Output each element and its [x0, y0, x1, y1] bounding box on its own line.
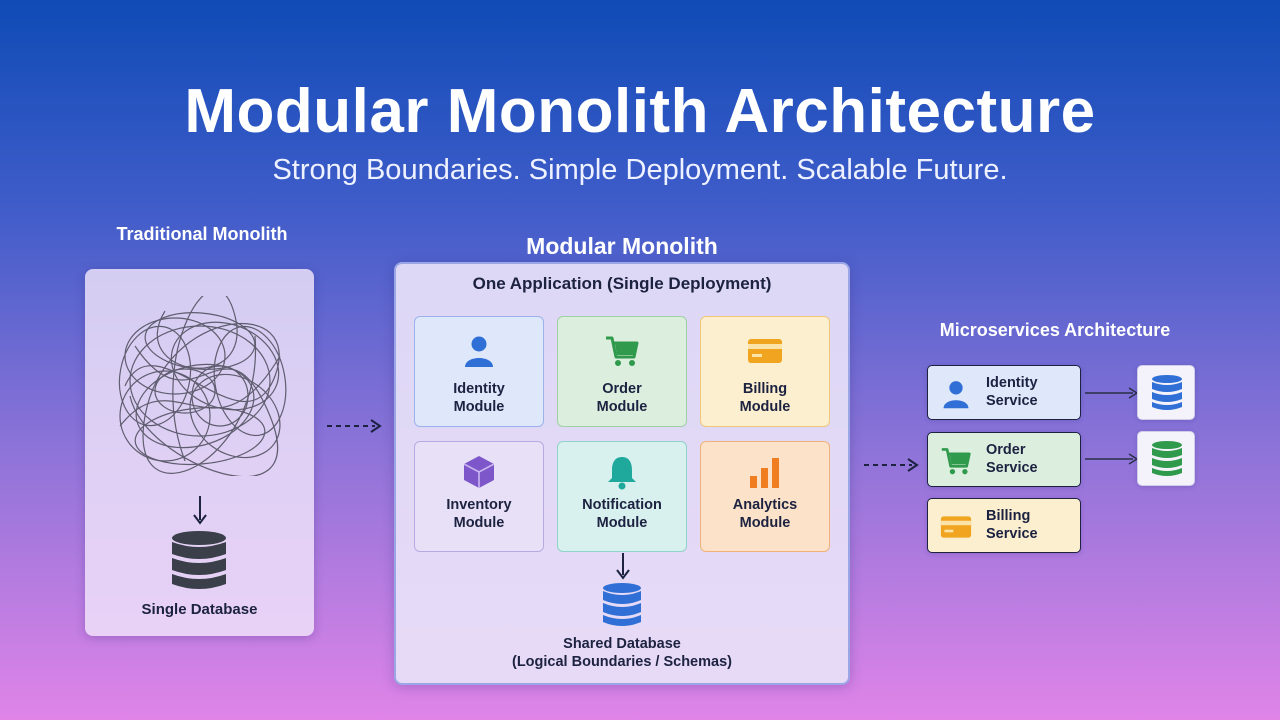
identity-module-label: Identity Module — [453, 381, 505, 415]
dashed-arrow-icon — [327, 419, 382, 433]
identity-service-database — [1137, 365, 1195, 420]
microservices-title: Microservices Architecture — [939, 320, 1171, 340]
database-icon — [172, 531, 226, 589]
credit-card-icon — [940, 516, 972, 538]
order-service-label: Order Service — [986, 442, 1038, 476]
identity-service-label: Identity Service — [986, 375, 1038, 409]
user-icon — [465, 336, 493, 367]
user-icon — [943, 381, 969, 409]
shared-database-label: Shared Database (Logical Boundaries / Sc… — [512, 636, 732, 670]
traditional-monolith-title: Traditional Monolith — [116, 224, 288, 244]
order-module: Order Module — [557, 316, 687, 427]
page-title: Modular Monolith Architecture — [184, 77, 1096, 146]
notification-module-label: Notification Module — [582, 497, 662, 531]
down-arrow-icon — [193, 496, 207, 525]
page-subtitle: Strong Boundaries. Simple Deployment. Sc… — [272, 154, 1008, 186]
billing-module: Billing Module — [700, 316, 830, 427]
order-module-label: Order Module — [596, 381, 648, 415]
cube-icon — [463, 456, 495, 488]
database-icon — [1152, 375, 1182, 410]
analytics-module: Analytics Module — [700, 441, 830, 552]
inventory-module: Inventory Module — [414, 441, 544, 552]
identity-module: Identity Module — [414, 316, 544, 427]
database-icon — [603, 583, 641, 626]
billing-service: Billing Service — [927, 498, 1081, 553]
billing-service-label: Billing Service — [986, 508, 1038, 542]
inventory-module-label: Inventory Module — [446, 497, 512, 531]
order-service: Order Service — [927, 432, 1081, 487]
tangled-lines-icon — [118, 296, 287, 476]
database-icon — [1152, 441, 1182, 476]
single-database-label: Single Database — [141, 601, 258, 618]
cart-icon — [941, 448, 971, 475]
billing-module-label: Billing Module — [739, 381, 791, 415]
analytics-module-label: Analytics Module — [732, 497, 798, 531]
order-service-database — [1137, 431, 1195, 486]
arrow-right-icon — [1085, 387, 1139, 399]
down-arrow-icon — [616, 553, 630, 580]
cart-icon — [606, 336, 639, 366]
bell-icon — [608, 457, 636, 490]
dashed-arrow-icon — [864, 458, 919, 472]
arrow-right-icon — [1085, 453, 1139, 465]
modular-monolith-title: Modular Monolith — [526, 233, 718, 259]
single-deployment-label: One Application (Single Deployment) — [472, 274, 772, 293]
credit-card-icon — [748, 339, 782, 363]
bar-chart-icon — [750, 458, 779, 488]
notification-module: Notification Module — [557, 441, 687, 552]
identity-service: Identity Service — [927, 365, 1081, 420]
